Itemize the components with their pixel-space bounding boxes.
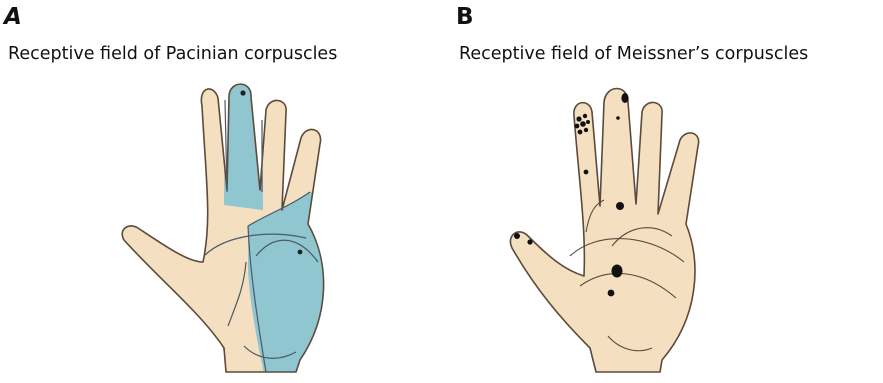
hand-illustration-meissner — [440, 0, 883, 383]
hand-outline — [510, 89, 698, 373]
hand-illustration-pacinian — [0, 0, 440, 383]
panel-b: B Receptive field of Meissner’s corpuscl… — [440, 0, 883, 383]
panel-a: A Receptive field of Pacinian corpuscles — [0, 0, 440, 383]
